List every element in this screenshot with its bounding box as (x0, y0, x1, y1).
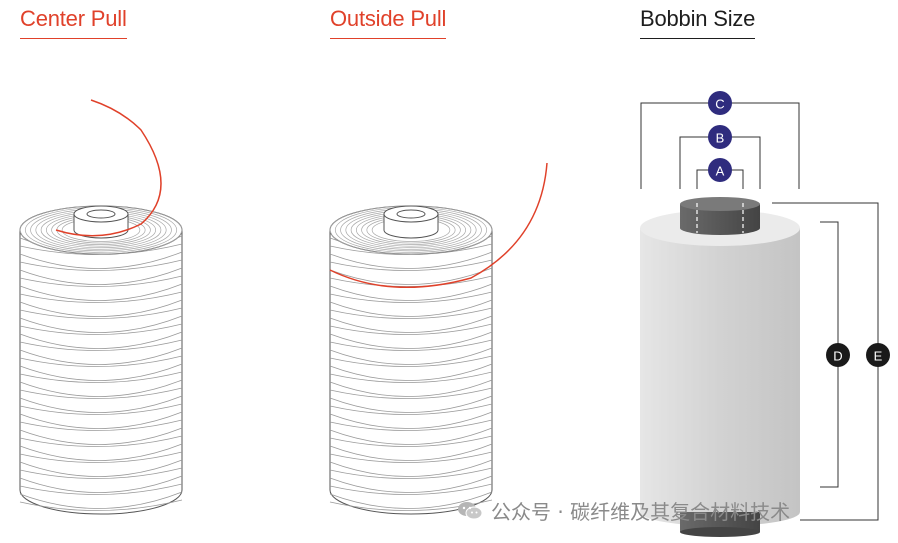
svg-text:B: B (716, 131, 725, 146)
center-pull-heading: Center Pull (20, 6, 127, 39)
svg-text:C: C (715, 97, 724, 112)
bottom-core (680, 512, 760, 532)
badge-a: A (708, 158, 732, 182)
svg-text:A: A (716, 164, 725, 179)
center-pull-spool (19, 99, 183, 515)
badge-c: C (708, 91, 732, 115)
badge-b: B (708, 125, 732, 149)
bobbin (640, 197, 800, 537)
watermark-text: 公众号 · 碳纤维及其复合材料技术 (491, 500, 791, 524)
watermark: 公众号 · 碳纤维及其复合材料技术 (457, 496, 790, 525)
outside-pull-spool (329, 162, 548, 515)
badge-e: E (866, 343, 890, 367)
outside-pull-heading: Outside Pull (330, 6, 446, 39)
svg-text:D: D (833, 349, 842, 364)
bobbin-size-heading: Bobbin Size (640, 6, 755, 39)
top-core (680, 204, 760, 235)
wechat-icon (458, 501, 483, 519)
svg-text:E: E (874, 349, 883, 364)
badge-d: D (826, 343, 850, 367)
